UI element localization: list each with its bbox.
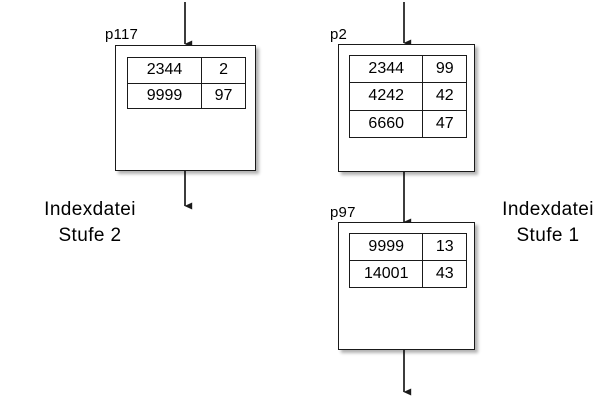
caption-level-1-line1: Indexdatei	[502, 199, 594, 220]
cell-key: 6660	[348, 109, 424, 139]
record-table-p117: 2344 2 9999 97	[126, 57, 246, 109]
table-row: 4242 42	[348, 82, 467, 111]
table-row: 2344 2	[126, 57, 246, 84]
cell-key: 14001	[348, 260, 424, 288]
record-table-p97: 9999 13 14001 43	[348, 233, 467, 288]
node-box-p97[interactable]: 9999 13 14001 43	[338, 222, 475, 350]
cell-pointer: 43	[422, 260, 467, 288]
record-table-p2: 2344 99 4242 42 6660 47	[348, 54, 467, 139]
node-box-p2[interactable]: 2344 99 4242 42 6660 47	[338, 44, 475, 172]
node-box-p117[interactable]: 2344 2 9999 97	[115, 45, 256, 171]
cell-key: 9999	[126, 82, 203, 109]
cell-pointer: 99	[422, 54, 467, 84]
cell-key: 2344	[126, 57, 203, 84]
table-row: 2344 99	[348, 54, 467, 84]
cell-key: 9999	[348, 233, 424, 261]
cell-pointer: 97	[201, 82, 246, 109]
cell-key: 2344	[348, 54, 424, 84]
cell-key: 4242	[348, 82, 424, 111]
cell-pointer: 47	[422, 109, 467, 139]
cell-pointer: 2	[201, 57, 246, 84]
table-row: 9999 13	[348, 233, 467, 261]
caption-level-2: Indexdatei Stufe 2	[10, 197, 170, 249]
cell-pointer: 13	[422, 233, 467, 261]
table-row: 9999 97	[126, 82, 246, 109]
node-label-p97: p97	[330, 204, 356, 221]
caption-level-2-line1: Indexdatei	[44, 199, 136, 220]
node-label-p117: p117	[105, 26, 139, 43]
table-row: 6660 47	[348, 109, 467, 139]
caption-level-1: Indexdatei Stufe 1	[488, 197, 608, 249]
node-label-p2: p2	[330, 26, 348, 43]
caption-level-1-line2: Stufe 1	[516, 225, 580, 247]
cell-pointer: 42	[422, 82, 467, 111]
table-row: 14001 43	[348, 260, 467, 288]
caption-level-2-line2: Stufe 2	[58, 225, 122, 247]
